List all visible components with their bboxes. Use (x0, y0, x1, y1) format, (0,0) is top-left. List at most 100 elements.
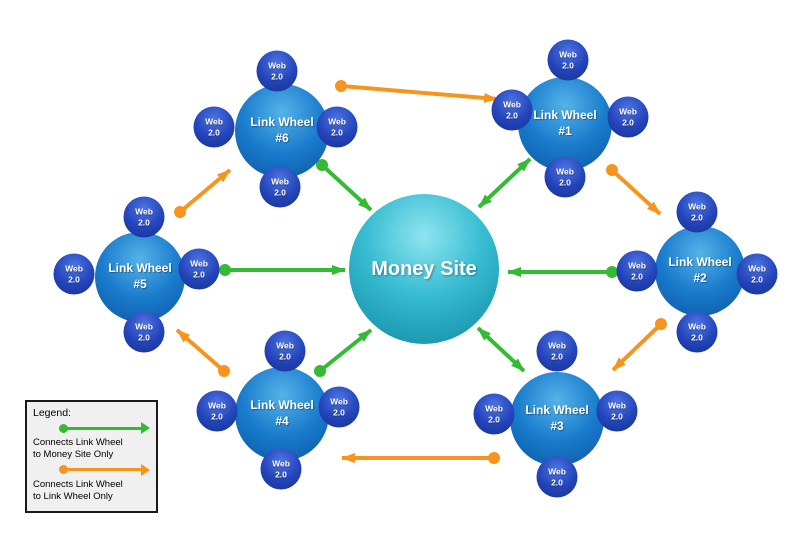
web20-line1: Web (276, 340, 294, 351)
legend-green-text-2: to Money Site Only (33, 448, 114, 460)
orange-dot-icon (174, 206, 186, 218)
web20-line1: Web (548, 340, 566, 351)
web20-line2: 2.0 (631, 271, 643, 281)
green-dot-icon (314, 365, 326, 377)
web20-line2: 2.0 (279, 351, 291, 361)
green-arrow-wheel3-money (476, 326, 526, 373)
money-site-circle: Money Site (349, 194, 499, 344)
web20-line1: Web (208, 400, 226, 411)
web20-line1: Web (748, 263, 766, 274)
web20-line2: 2.0 (331, 127, 343, 137)
web20-line1: Web (608, 400, 626, 411)
web20-line2: 2.0 (138, 217, 150, 227)
web20-line2: 2.0 (208, 127, 220, 137)
link-wheel-1: Link Wheel #1 (518, 77, 612, 171)
link-wheel-6-number: #6 (275, 131, 289, 145)
web20-line1: Web (503, 99, 521, 110)
web20-line1: Web (559, 49, 577, 60)
web20-line2: 2.0 (506, 110, 518, 120)
web20-line1: Web (268, 60, 286, 71)
link-wheel-3-number: #3 (550, 419, 564, 433)
link-wheel-6-name: Link Wheel (250, 115, 314, 130)
legend-orange-text-2: to Link Wheel Only (33, 490, 113, 502)
link-wheel-4: Link Wheel #4 (235, 367, 329, 461)
link-wheel-5-name: Link Wheel (108, 261, 172, 276)
orange-dot-icon (655, 318, 667, 330)
green-arrow-wheel6-money (320, 163, 373, 212)
orange-arrow-wheel4-wheel5 (175, 328, 226, 373)
web20-line1: Web (190, 258, 208, 269)
web20-line1: Web (272, 458, 290, 469)
orange-arrowhead-icon (141, 463, 150, 476)
web20-line2: 2.0 (562, 60, 574, 70)
web20-line1: Web (688, 321, 706, 332)
green-arrow-sample (59, 422, 150, 434)
orange-arrow-wheel6-wheel1 (340, 84, 498, 103)
web20-line2: 2.0 (68, 274, 80, 284)
link-wheel-2-number: #2 (693, 271, 707, 285)
web20-line2: 2.0 (691, 332, 703, 342)
green-arrow-wheel4-money (318, 328, 373, 373)
green-line (67, 426, 141, 430)
legend-title: Legend: (33, 407, 71, 419)
green-arrowhead-icon (141, 422, 150, 434)
web20-line2: 2.0 (211, 411, 223, 421)
link-wheel-5: Link Wheel #5 (95, 232, 185, 322)
web20-line1: Web (688, 201, 706, 212)
link-wheel-2-name: Link Wheel (668, 255, 732, 270)
orange-dot-icon (218, 365, 230, 377)
web20-line2: 2.0 (751, 274, 763, 284)
orange-arrow-wheel2-wheel3 (611, 322, 663, 372)
web20-line2: 2.0 (611, 411, 623, 421)
orange-dot-icon (59, 465, 68, 475)
link-wheel-1-name: Link Wheel (533, 108, 597, 123)
green-dot-icon (219, 264, 231, 276)
web20-line1: Web (271, 176, 289, 187)
link-wheel-3: Link Wheel #3 (510, 372, 604, 466)
web20-line1: Web (619, 106, 637, 117)
web20-line1: Web (485, 403, 503, 414)
web20-line1: Web (548, 466, 566, 477)
link-wheel-4-name: Link Wheel (250, 398, 314, 413)
web20-line2: 2.0 (274, 187, 286, 197)
link-wheel-6: Link Wheel #6 (235, 84, 329, 178)
web20-line1: Web (628, 260, 646, 271)
web20-line1: Web (135, 206, 153, 217)
web20-line2: 2.0 (138, 332, 150, 342)
web20-line2: 2.0 (333, 407, 345, 417)
web20-line1: Web (65, 263, 83, 274)
web20-line2: 2.0 (551, 477, 563, 487)
web20-line1: Web (205, 116, 223, 127)
money-site-label: Money Site (371, 257, 477, 280)
web20-line1: Web (135, 321, 153, 332)
web20-line2: 2.0 (275, 469, 287, 479)
link-wheel-5-number: #5 (133, 277, 147, 291)
legend-orange-text-1: Connects Link Wheel (33, 478, 123, 490)
legend-green-text-1: Connects Link Wheel (33, 437, 123, 448)
legend-box: Legend: Connects Link Wheel to Money Sit… (25, 400, 158, 513)
green-dot-icon (59, 423, 68, 433)
green-arrow-wheel1-money (477, 157, 532, 209)
web20-line1: Web (328, 116, 346, 127)
